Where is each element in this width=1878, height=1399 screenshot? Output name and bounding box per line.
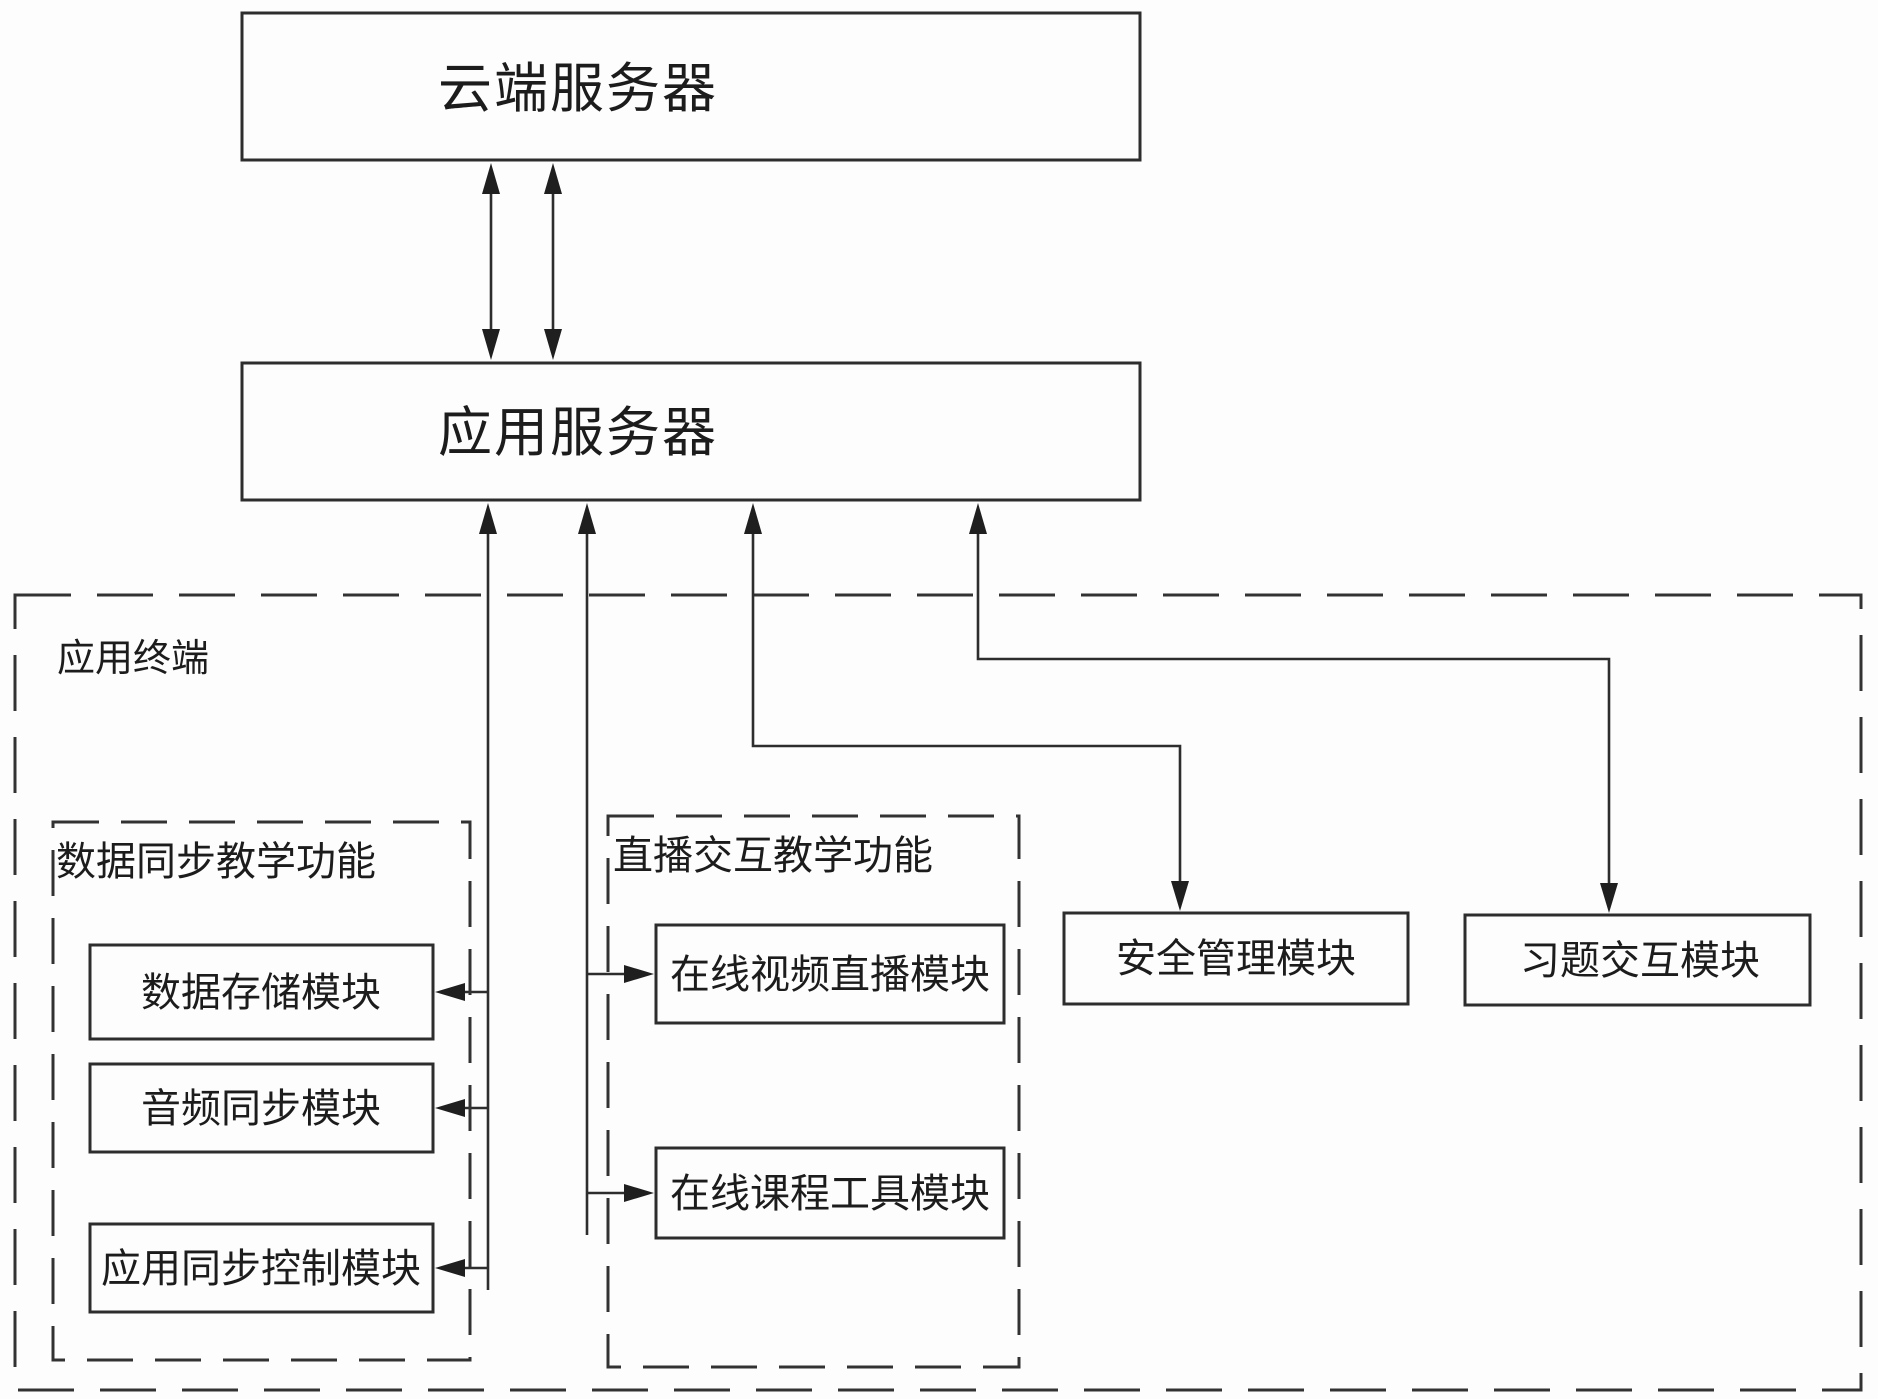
terminal-label: 应用终端 — [57, 638, 209, 680]
arrow-up-icon — [544, 163, 562, 194]
arrow-up-icon — [969, 503, 987, 534]
arrow-down-icon — [544, 329, 562, 360]
module-security-management-box — [1062, 911, 1410, 1006]
arrow-right-icon — [624, 965, 654, 983]
connector-data-sync — [435, 503, 497, 1290]
arrow-up-icon — [479, 503, 497, 534]
group-data-sync-box — [51, 820, 472, 1362]
arrow-up-icon — [482, 163, 500, 194]
arrow-down-icon — [1600, 883, 1618, 913]
arrow-right-icon — [624, 1184, 654, 1202]
arrow-left-icon — [435, 1099, 465, 1117]
module-online-video-live-box — [654, 923, 1006, 1025]
module-audio-sync-label: 音频同步模块 — [141, 1086, 381, 1131]
app-server-label: 应用服务器 — [438, 403, 718, 463]
arrow-up-icon — [578, 503, 596, 534]
connector-security — [744, 503, 1189, 911]
terminal-container — [13, 593, 1863, 1392]
module-audio-sync-box — [88, 1062, 435, 1154]
cloud-server-box — [240, 11, 1142, 162]
module-online-course-tools-box — [654, 1146, 1006, 1240]
module-security-management-label: 安全管理模块 — [1116, 936, 1356, 981]
group-data-sync-label: 数据同步教学功能 — [56, 839, 376, 884]
connector-cloud-app-2 — [544, 163, 562, 360]
module-app-sync-control-box — [88, 1222, 435, 1314]
arrow-up-icon — [744, 503, 762, 534]
module-online-video-live-label: 在线视频直播模块 — [670, 952, 990, 997]
app-server-box — [240, 361, 1142, 502]
connector-line — [751, 531, 1182, 882]
module-data-storage-box — [88, 943, 435, 1041]
group-live-interactive-label: 直播交互教学功能 — [613, 833, 933, 878]
module-app-sync-control-label: 应用同步控制模块 — [101, 1246, 421, 1291]
module-exercise-interaction-box — [1463, 913, 1812, 1007]
group-live-interactive-box — [606, 814, 1021, 1369]
arrow-left-icon — [435, 1259, 465, 1277]
connector-exercise — [969, 503, 1618, 913]
connector-live-interactive — [578, 503, 654, 1235]
arrow-left-icon — [435, 983, 465, 1001]
module-online-course-tools-label: 在线课程工具模块 — [670, 1171, 990, 1216]
module-exercise-interaction-label: 习题交互模块 — [1520, 938, 1760, 983]
arrow-down-icon — [482, 329, 500, 360]
arrow-down-icon — [1171, 881, 1189, 911]
connector-line — [976, 531, 1611, 884]
module-data-storage-label: 数据存储模块 — [141, 970, 381, 1015]
connector-cloud-app-1 — [482, 163, 500, 360]
cloud-server-label: 云端服务器 — [438, 59, 718, 119]
